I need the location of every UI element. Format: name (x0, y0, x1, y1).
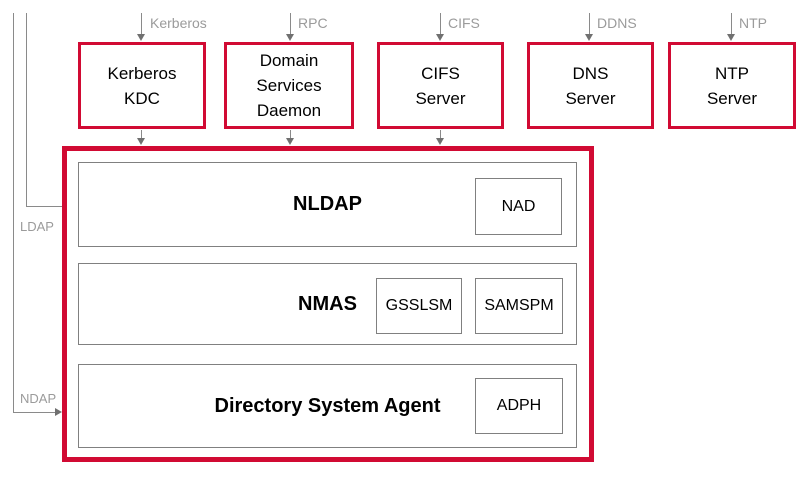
cifs-flow-line (440, 13, 441, 35)
ndap-arrow-icon (55, 408, 62, 416)
rpc-flow-label: RPC (298, 15, 328, 31)
rpc-arrow-icon (286, 34, 294, 41)
directory-system-agent-title: Directory System Agent (214, 394, 441, 417)
ndap-flow-vline (13, 13, 14, 413)
samspm-module-box: SAMSPM (475, 278, 563, 334)
ntp-server-box: NTP Server (668, 42, 796, 129)
kerberos-kdc-box: Kerberos KDC (78, 42, 206, 129)
kdc-to-edir-line (141, 130, 142, 139)
cifs-flow-label: CIFS (448, 15, 480, 31)
adph-module-box: ADPH (475, 378, 563, 434)
ndap-flow-label: NDAP (20, 391, 57, 406)
kdc-to-edir-arrow-icon (137, 138, 145, 145)
nad-module-box: NAD (475, 178, 562, 235)
ndap-flow-hline (13, 412, 55, 413)
ntp-arrow-icon (727, 34, 735, 41)
ldap-flow-label: LDAP (20, 219, 54, 234)
ntp-flow-line (731, 13, 732, 35)
nmas-title: NMAS (298, 292, 357, 315)
cifs-server-box: CIFS Server (377, 42, 504, 129)
cifs-to-edir-arrow-icon (436, 138, 444, 145)
kerberos-arrow-icon (137, 34, 145, 41)
ldap-flow-hline (26, 206, 68, 207)
ddns-flow-line (589, 13, 590, 35)
kerberos-flow-label: Kerberos (150, 15, 207, 31)
dsd-to-edir-arrow-icon (286, 138, 294, 145)
domain-services-daemon-box: Domain Services Daemon (224, 42, 354, 129)
ntp-flow-label: NTP (739, 15, 767, 31)
nldap-title: NLDAP (293, 193, 362, 215)
ddns-flow-label: DDNS (597, 15, 637, 31)
rpc-flow-line (290, 13, 291, 35)
ldap-flow-vline (26, 13, 27, 207)
kerberos-flow-line (141, 13, 142, 35)
cifs-to-edir-line (440, 130, 441, 139)
dsd-to-edir-line (290, 130, 291, 139)
gsslsm-module-box: GSSLSM (376, 278, 462, 334)
dns-server-box: DNS Server (527, 42, 654, 129)
ddns-arrow-icon (585, 34, 593, 41)
cifs-arrow-icon (436, 34, 444, 41)
